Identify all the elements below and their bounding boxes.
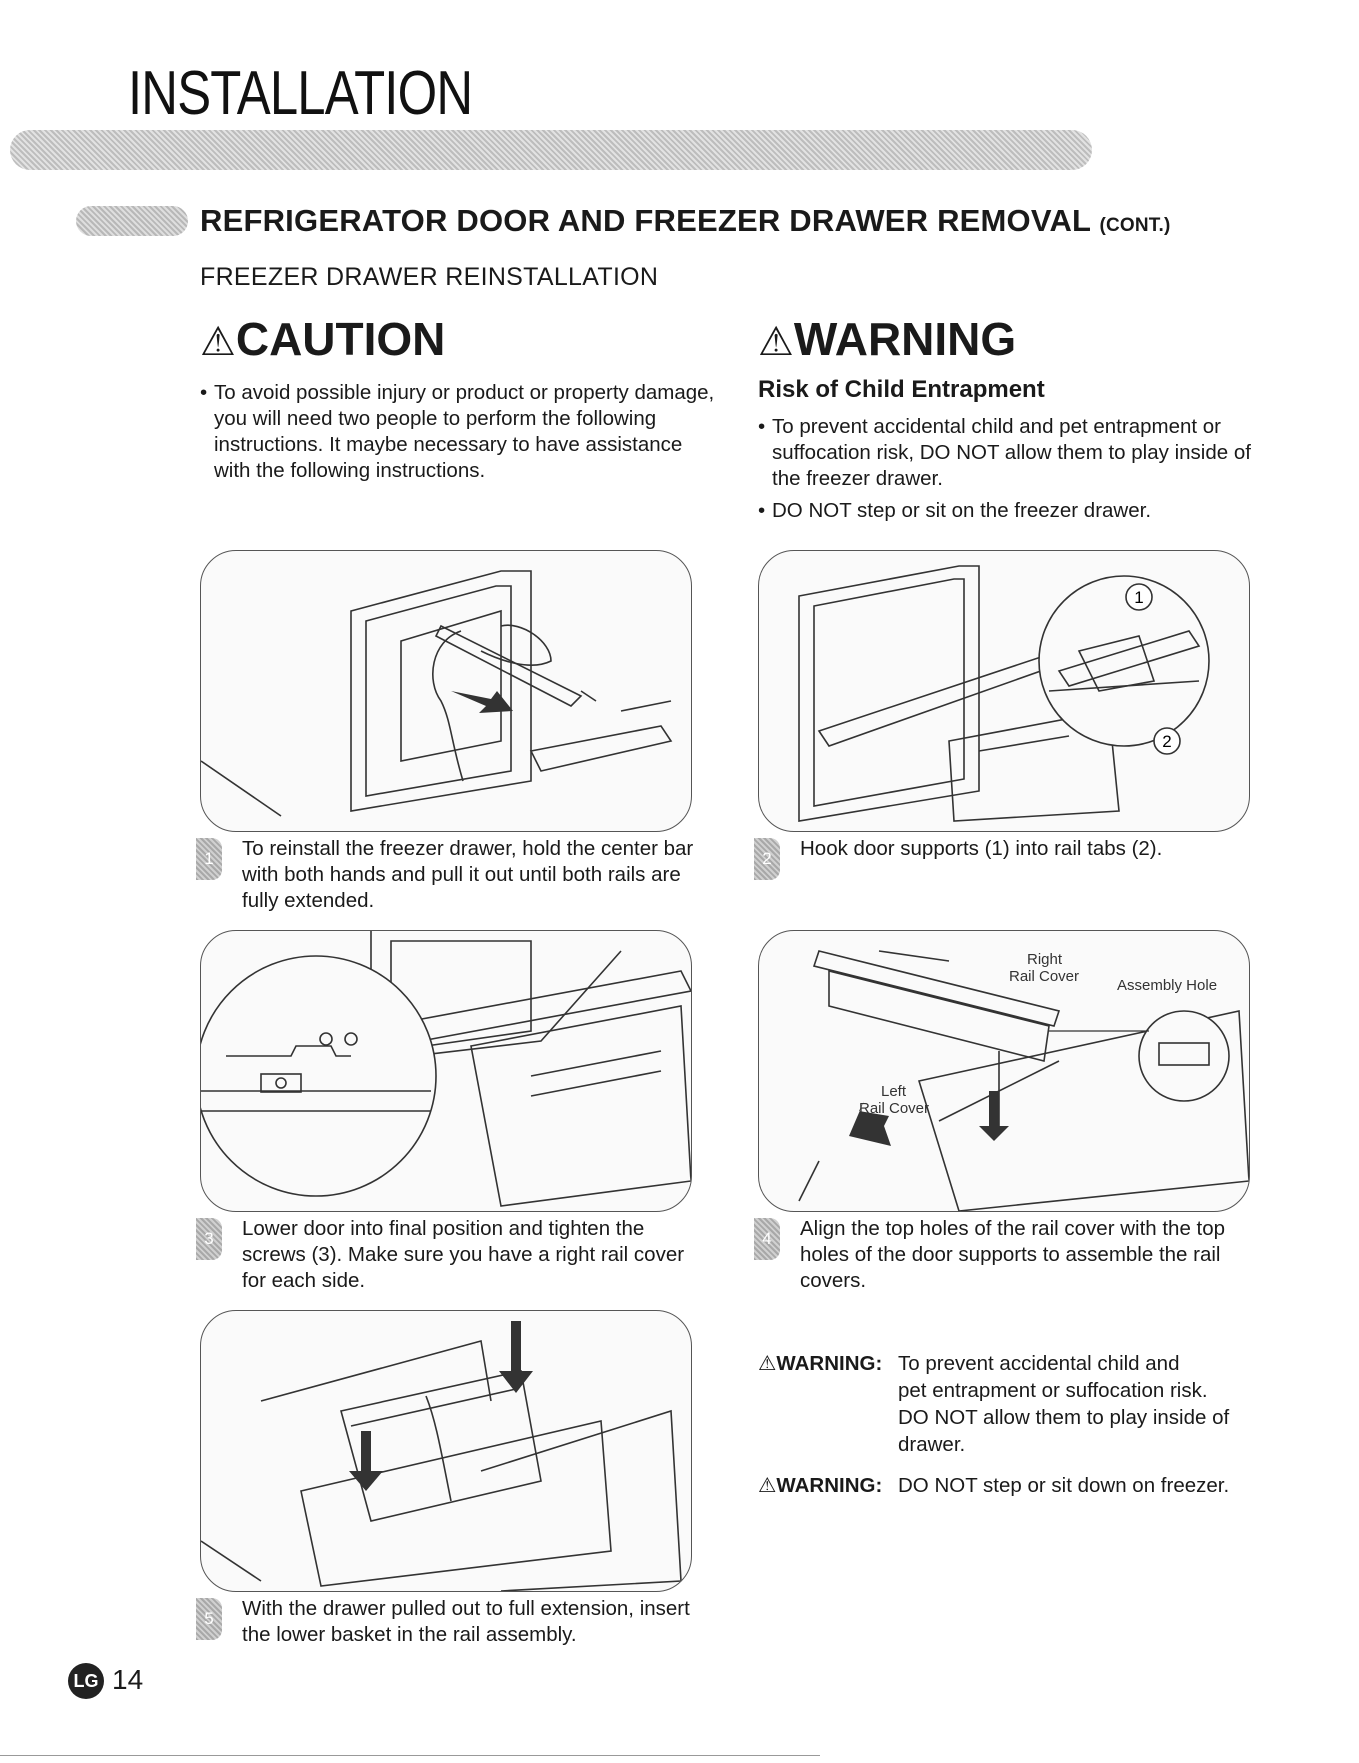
page-number: 14 (112, 1664, 144, 1695)
bottom-rule (0, 1755, 820, 1756)
step-5-caption: With the drawer pulled out to full exten… (242, 1597, 690, 1646)
right-rail-cover-label: Right Rail Cover (1009, 951, 1080, 985)
warning-bullet-text: To prevent accidental child and pet entr… (772, 415, 1251, 490)
section-title: REFRIGERATOR DOOR AND FREEZER DRAWER REM… (200, 203, 1171, 239)
lg-logo-icon: LG (68, 1663, 104, 1699)
rail-cover-illustration (798, 950, 1249, 1211)
lower-basket-illustration (201, 1321, 682, 1591)
caution-bullet: • To avoid possible injury or product or… (200, 380, 720, 484)
step-2-caption: Hook door supports (1) into rail tabs (2… (800, 837, 1163, 860)
step-4-caption: Align the top holes of the rail cover wi… (800, 1217, 1226, 1292)
caution-block: ⚠CAUTION • To avoid possible injury or p… (200, 312, 720, 484)
bottom-warning-label: ⚠WARNING: (758, 1352, 883, 1375)
bottom-warning-line: To prevent accidental child and (898, 1352, 1180, 1375)
bottom-warning-1: ⚠WARNING: To prevent accidental child an… (758, 1350, 1278, 1458)
section-title-suffix: (CONT.) (1099, 215, 1171, 236)
step-1-badge: 1 (196, 838, 222, 880)
figure-step-2: 1 2 (758, 550, 1250, 832)
caution-bullet-text: To avoid possible injury or product or p… (214, 381, 715, 482)
bottom-warning-line: DO NOT allow them to play inside of (898, 1406, 1230, 1429)
warning-bullet-text: DO NOT step or sit on the freezer drawer… (772, 499, 1152, 522)
callout-1-label: 1 (1134, 588, 1143, 607)
step-3-caption: Lower door into final position and tight… (242, 1217, 685, 1292)
step-3-badge: 3 (196, 1218, 222, 1260)
page-title: INSTALLATION (128, 59, 473, 128)
section-marker (76, 206, 188, 236)
callout-2-label: 2 (1162, 732, 1171, 751)
step-1-caption: To reinstall the freezer drawer, hold th… (242, 837, 694, 912)
step-5-badge: 5 (196, 1598, 222, 1640)
figure-step-3 (200, 930, 692, 1212)
warning-subtitle: Risk of Child Entrapment (758, 376, 1045, 403)
callout-2-circle (1153, 727, 1181, 755)
bottom-warning-line: DO NOT step or sit down on freezer. (898, 1474, 1230, 1497)
bullet-dot-icon: • (758, 415, 766, 438)
warning-triangle-icon: ⚠ (758, 320, 794, 364)
figure-step-4: Right Rail Cover Assembly Hole Left Rail… (758, 930, 1250, 1212)
bottom-warning-2: ⚠WARNING: DO NOT step or sit down on fre… (758, 1472, 1278, 1499)
warning-title: WARNING (793, 313, 1017, 365)
title-bar-decoration (10, 130, 1092, 170)
warning-bullet-1: • To prevent accidental child and pet en… (758, 414, 1258, 492)
bullet-dot-icon: • (200, 381, 208, 404)
figure-step-5 (200, 1310, 692, 1592)
drawer-pull-illustration (201, 570, 673, 817)
assembly-hole-label: Assembly Hole (1117, 977, 1218, 994)
figure-step-1 (200, 550, 692, 832)
bottom-warning-line: pet entrapment or suffocation risk. (898, 1379, 1208, 1402)
warning-block: ⚠WARNING Risk of Child Entrapment • To p… (758, 312, 1258, 524)
step-2-badge: 2 (754, 838, 780, 880)
bottom-warning-label: ⚠WARNING: (758, 1474, 883, 1497)
warning-bullet-2: • DO NOT step or sit on the freezer draw… (758, 498, 1258, 524)
caution-title: CAUTION (235, 313, 446, 365)
caution-triangle-icon: ⚠ (200, 320, 236, 364)
step-4-badge: 4 (754, 1218, 780, 1260)
bullet-dot-icon: • (758, 499, 766, 522)
left-rail-cover-label: Left Rail Cover (859, 1083, 930, 1117)
bottom-warning-line: drawer. (898, 1433, 966, 1456)
door-support-illustration: 1 2 (798, 565, 1210, 822)
section-title-text: REFRIGERATOR DOOR AND FREEZER DRAWER REM… (200, 203, 1091, 238)
caution-heading: ⚠CAUTION (200, 312, 720, 366)
lower-door-illustration (201, 931, 691, 1207)
subsection-title: FREEZER DRAWER REINSTALLATION (200, 263, 659, 291)
callout-1-circle (1125, 583, 1153, 611)
warning-heading: ⚠WARNING (758, 312, 1258, 366)
